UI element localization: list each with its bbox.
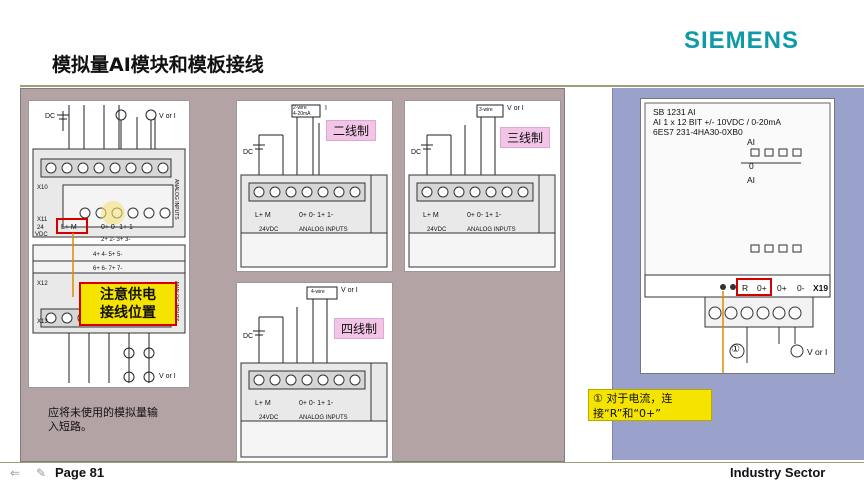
sb-v-or-i: V or I: [807, 347, 828, 357]
power-wiring-note: 注意供电 接线位置: [79, 282, 177, 326]
svg-text:L+ M: L+ M: [423, 212, 439, 219]
four-wire-label: 四线制: [334, 318, 385, 339]
sb-part-number: 6ES7 231-4HA30-0XB0: [653, 127, 743, 137]
svg-text:VDC: VDC: [35, 232, 48, 238]
svg-text:2+ 2- 3+ 3-: 2+ 2- 3+ 3-: [101, 237, 130, 243]
sb-spec: AI 1 x 12 BIT +/- 10VDC / 0-20mA: [653, 117, 782, 127]
page-number: Page 81: [55, 465, 105, 480]
sb-ai-label-2: AI: [747, 175, 756, 185]
module-wiring-diagram: X10 X11 L+ M 0+ 0- 1+ 1- 24 VDC ANALOG I…: [28, 100, 190, 388]
svg-text:X13: X13: [37, 319, 48, 325]
svg-text:X12: X12: [37, 281, 48, 287]
v-or-i-top-label: V or I: [159, 113, 176, 120]
svg-text:ANALOG INPUTS: ANALOG INPUTS: [467, 227, 516, 233]
three-wire-label: 三线制: [500, 127, 551, 148]
four-wire-diagram: L+ M 0+ 0- 1+ 1- 24VDC ANALOG INPUTS 4-w…: [236, 282, 393, 462]
svg-text:ANALOG INPUTS: ANALOG INPUTS: [173, 179, 179, 220]
three-wire-v-label: V or I: [507, 105, 524, 112]
svg-text:24VDC: 24VDC: [259, 415, 279, 421]
dc-label: DC: [45, 113, 56, 120]
footer-divider: [0, 462, 864, 463]
sb-connector-label: X19: [813, 283, 829, 293]
three-wire-diagram: L+ M 0+ 0- 1+ 1- 24VDC ANALOG INPUTS 3-w…: [404, 100, 561, 272]
svg-text:24: 24: [37, 225, 44, 231]
sb-terminal-0m: 0-: [797, 283, 805, 293]
signal-board-diagram: SB 1231 AI AI 1 x 12 BIT +/- 10VDC / 0-2…: [640, 98, 835, 399]
two-wire-i-label: I: [325, 105, 327, 112]
unused-input-note: 应将未使用的模拟量输入短路。: [48, 406, 158, 433]
siemens-logo: SIEMENS: [684, 27, 800, 54]
svg-text:24VDC: 24VDC: [427, 227, 447, 233]
title-divider: [20, 85, 864, 87]
x10-label: X10: [37, 185, 48, 191]
sb-circle-number: ①: [731, 344, 740, 355]
svg-text:L+ M: L+ M: [255, 400, 271, 407]
three-wire-dc-label: DC: [411, 149, 422, 156]
two-wire-dc-label: DC: [243, 149, 254, 156]
two-wire-diagram: L+ M 0+ 0- 1+ 1- 24VDC ANALOG INPUTS 2-w…: [236, 100, 393, 272]
svg-text:0+ 0- 1+ 1-: 0+ 0- 1+ 1-: [299, 212, 334, 219]
svg-text:L+ M: L+ M: [255, 212, 271, 219]
industry-sector-label: Industry Sector: [730, 465, 826, 480]
sb-terminal-0p: 0+: [757, 283, 767, 293]
v-or-i-bottom-label: V or I: [159, 373, 176, 380]
sb-model: SB 1231 AI: [653, 107, 696, 117]
sb-ai-label: AI: [747, 137, 756, 147]
svg-text:4+ 4- 5+ 5-: 4+ 4- 5+ 5-: [93, 252, 122, 258]
back-arrow-icon[interactable]: ⇐: [10, 466, 21, 480]
sb-zero-label: 0: [749, 161, 754, 171]
svg-text:ANALOG INPUTS: ANALOG INPUTS: [299, 227, 348, 233]
sb-terminal-r: R: [742, 283, 749, 293]
slide-title: 模拟量AI模块和模板接线: [52, 54, 264, 76]
svg-text:0+ 0- 1+ 1-: 0+ 0- 1+ 1-: [299, 400, 334, 407]
svg-text:0+ 0- 1+ 1-: 0+ 0- 1+ 1-: [101, 224, 136, 231]
pen-icon[interactable]: ✎: [36, 466, 47, 480]
current-wiring-callout: ① 对于电流，连接“R”和“0+”: [588, 389, 712, 421]
four-wire-v-label: V or I: [341, 287, 358, 294]
x11-label: X11: [37, 217, 48, 223]
two-wire-transmitter: 2-wire 4-20mA: [293, 105, 311, 117]
two-wire-label: 二线制: [326, 120, 377, 141]
svg-text:6+ 6- 7+ 7-: 6+ 6- 7+ 7-: [93, 266, 122, 272]
svg-text:ANALOG INPUTS: ANALOG INPUTS: [299, 415, 348, 421]
four-wire-dc-label: DC: [243, 333, 254, 340]
svg-text:0+ 0- 1+ 1-: 0+ 0- 1+ 1-: [467, 212, 502, 219]
four-wire-transmitter: 4-wire: [311, 289, 325, 295]
three-wire-transmitter: 3-wire: [479, 107, 493, 113]
power-wiring-note-text: 注意供电 接线位置: [100, 287, 156, 321]
svg-text:24VDC: 24VDC: [259, 227, 279, 233]
svg-text:L+ M: L+ M: [61, 224, 77, 231]
sb-terminal-0p-2: 0+: [777, 283, 787, 293]
